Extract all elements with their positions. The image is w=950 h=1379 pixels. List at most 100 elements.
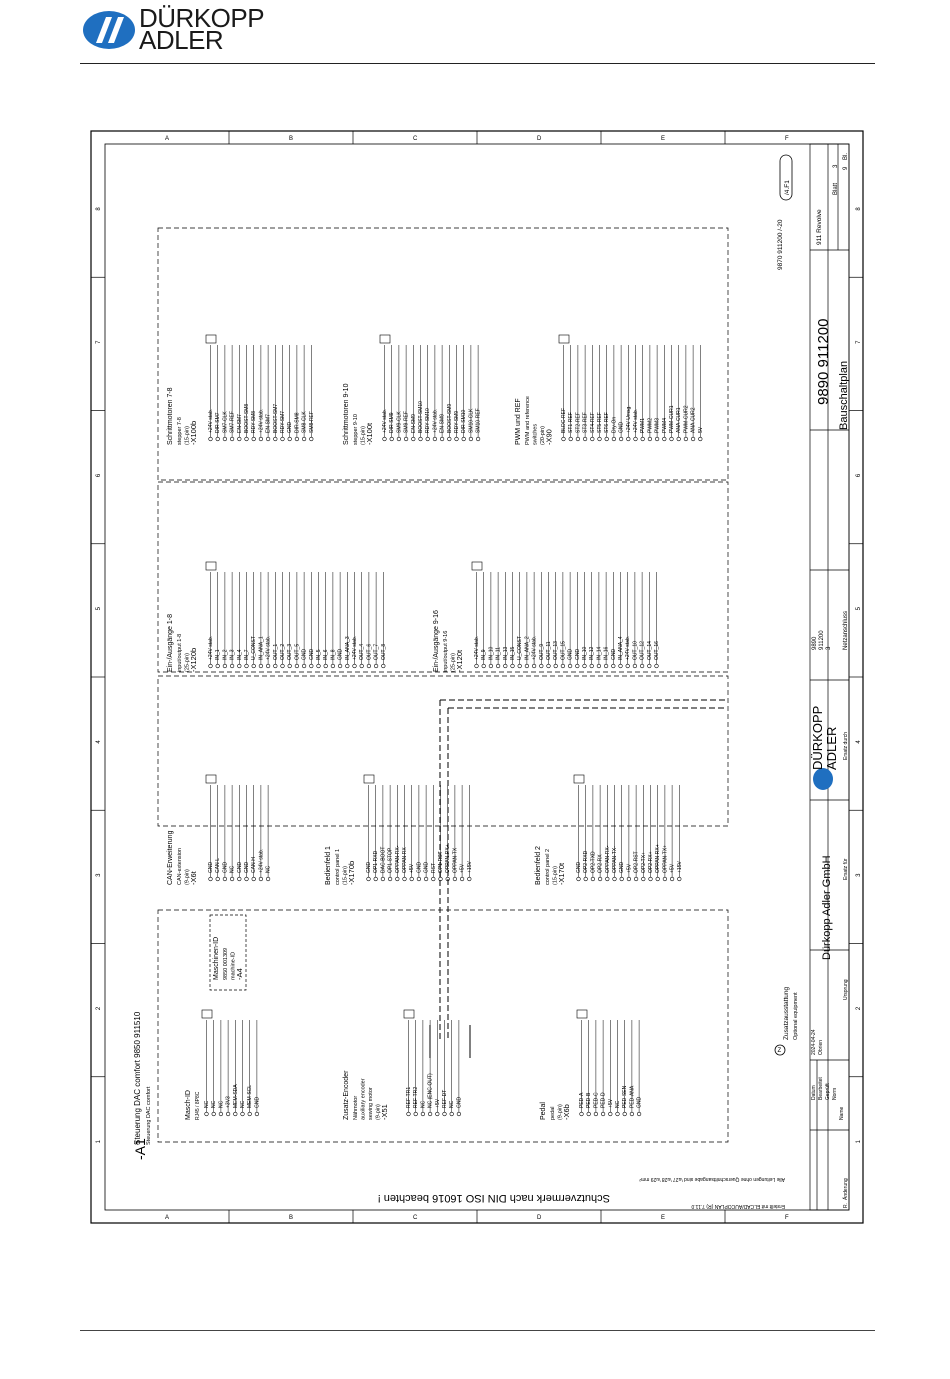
pin-terminal bbox=[266, 876, 271, 882]
pin-label: IN_15 bbox=[510, 646, 516, 660]
pin-terminal bbox=[287, 663, 292, 669]
pin-terminal bbox=[294, 436, 300, 442]
pin-label: DAC-BOOT bbox=[380, 847, 386, 873]
pin-label: PED-SEN bbox=[622, 1085, 628, 1108]
pin-terminal bbox=[449, 1111, 454, 1117]
pin-label: PWM1 bbox=[640, 418, 646, 433]
pin-terminal bbox=[456, 1111, 462, 1117]
pin-terminal bbox=[280, 436, 285, 442]
block-io-9-16-title: Ein-/Ausgänge 9-16 bbox=[433, 610, 440, 672]
pin-label: SM8-REF bbox=[309, 411, 315, 433]
pin-terminal bbox=[302, 663, 307, 669]
pin-label: OUT_9 bbox=[539, 644, 545, 660]
block-masch-id-connector: RJ45 / 8P8C bbox=[195, 1091, 201, 1120]
pin-terminal bbox=[374, 663, 379, 669]
date-value: 2024-04-24 bbox=[811, 1029, 817, 1055]
block-panel2-ref: -X170t bbox=[557, 862, 566, 885]
pin-terminal bbox=[251, 876, 256, 882]
geprueft-label: Geprüft bbox=[825, 1083, 831, 1100]
pin-terminal bbox=[579, 1111, 584, 1117]
pin-terminal bbox=[503, 663, 508, 669]
pin-terminal bbox=[222, 663, 227, 669]
pin-terminal bbox=[233, 1111, 238, 1117]
pin-label: IN_1 bbox=[215, 649, 221, 660]
drawing-number: 9890 911200 bbox=[815, 319, 832, 405]
pin-terminal bbox=[612, 876, 617, 882]
pin-label: REF-TR2 bbox=[413, 1087, 419, 1108]
pin-terminal bbox=[406, 1111, 411, 1117]
brand-name-line1: DÜRKOPP bbox=[139, 3, 265, 33]
block-can-ref: -X6t bbox=[189, 870, 198, 885]
pin-label: BOOST-SM8 bbox=[244, 404, 250, 433]
pin-label: CAN-L bbox=[215, 858, 221, 873]
blatt-label: Blatt bbox=[833, 183, 839, 195]
pin-terminal bbox=[593, 1111, 599, 1117]
block-stepper-9-10-ref: -X100t bbox=[365, 422, 374, 445]
pin-label: PWM3 bbox=[655, 418, 661, 433]
col-number-left: 8 bbox=[96, 207, 102, 211]
created-with: Erstellt mit ELCAD/AUCOPLAN (R) 7.11.0 bbox=[691, 1203, 785, 1209]
pin-label: OP2-RXD bbox=[583, 850, 589, 873]
pin-label: ST1-REF bbox=[568, 412, 574, 433]
pin-terminal bbox=[244, 436, 249, 442]
pin-label: +5V bbox=[435, 1098, 441, 1108]
pin-terminal bbox=[402, 876, 407, 882]
pin-label: GND bbox=[237, 862, 243, 874]
pin-label: GND bbox=[287, 422, 293, 434]
pin-terminal bbox=[589, 663, 594, 669]
pin-terminal bbox=[611, 436, 617, 442]
pin-terminal bbox=[302, 436, 307, 442]
pin-terminal bbox=[244, 876, 249, 882]
pin-label: GND bbox=[416, 862, 422, 874]
col-number-left: 7 bbox=[96, 340, 102, 344]
pin-label: PWM4 bbox=[662, 418, 668, 433]
pin-label: GND bbox=[637, 1097, 643, 1109]
pin-terminal bbox=[474, 663, 479, 669]
pin-terminal bbox=[366, 876, 371, 882]
pin-terminal bbox=[345, 663, 350, 669]
pin-label: MEM-SCL bbox=[247, 1085, 253, 1108]
pin-terminal bbox=[608, 1111, 613, 1117]
pin-terminal bbox=[338, 663, 343, 669]
pin-label: GND bbox=[244, 862, 250, 874]
pin-label: PED-ANA bbox=[629, 1085, 635, 1108]
pin-label: DIR-SM9 bbox=[389, 412, 395, 433]
pin-terminal bbox=[237, 436, 242, 442]
pin-terminal bbox=[222, 876, 227, 882]
block-zusatz-encoder-title: Zusatz-Encoder bbox=[343, 1070, 350, 1120]
pin-terminal bbox=[432, 436, 438, 442]
pin-label: IN_8 bbox=[330, 649, 336, 660]
pin-terminal bbox=[420, 1111, 426, 1117]
pin-terminal bbox=[647, 436, 653, 442]
title-block bbox=[809, 143, 850, 1211]
block-machine-id-title: Maschinen-ID bbox=[213, 937, 220, 980]
pin-terminal bbox=[244, 663, 249, 669]
pin-terminal bbox=[603, 663, 609, 669]
pin-terminal bbox=[215, 663, 220, 669]
pin-label: GND bbox=[309, 649, 315, 661]
pin-terminal bbox=[226, 1111, 231, 1117]
pin-terminal bbox=[258, 663, 264, 669]
pin-label: OUT_11 bbox=[546, 641, 552, 660]
block-panel2-title: Bedienfeld 2 bbox=[535, 846, 542, 885]
pin-label: IN_ANA_3 bbox=[345, 636, 351, 660]
pin-label: NC bbox=[218, 1100, 224, 1108]
pin-terminal bbox=[381, 663, 386, 669]
pin-label: IN_7 bbox=[244, 649, 250, 660]
pin-terminal bbox=[632, 663, 638, 669]
small-number-1: 9890 bbox=[812, 636, 818, 650]
pin-label: OPPAN-TX bbox=[452, 847, 458, 873]
pin-terminal bbox=[648, 876, 653, 882]
pin-terminal bbox=[396, 436, 402, 442]
pin-terminal bbox=[280, 663, 285, 669]
pin-label: GND bbox=[222, 862, 228, 874]
block-zusatz-encoder-line3: auxiliary encoder bbox=[361, 1078, 367, 1120]
col-number-right: 2 bbox=[856, 1006, 862, 1010]
pin-terminal bbox=[476, 436, 481, 442]
pin-label: RDY-SM10 bbox=[425, 408, 431, 433]
pin-label: GND bbox=[254, 1097, 260, 1109]
